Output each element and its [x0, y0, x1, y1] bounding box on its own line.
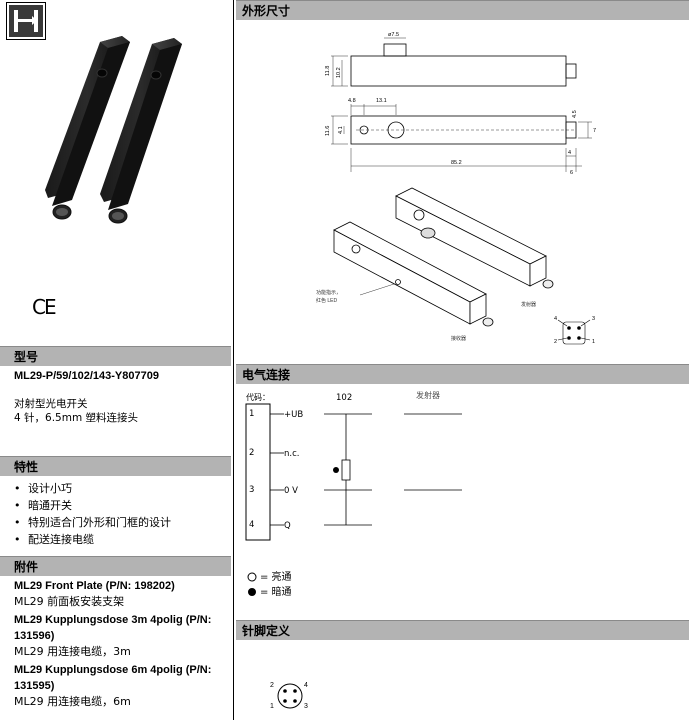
pinout-label: 2	[270, 682, 274, 689]
code-label: 代码：	[246, 392, 270, 402]
pin-function: n.c.	[284, 449, 299, 459]
dim-label: 4.1	[338, 126, 344, 134]
pin-function: 0 V	[284, 486, 298, 496]
dim-label: 4.5	[572, 110, 578, 118]
dim-label: 6	[570, 170, 573, 176]
accessory-item: ML29 Front Plate (P/N: 198202) ML29 前面板安…	[14, 578, 175, 610]
right-column: 外形尺寸 ø7.5 11.8 10.2	[236, 0, 689, 720]
pin-number: 2	[249, 448, 254, 458]
pin-function: Q	[284, 521, 291, 531]
dim-label: 11.6	[325, 126, 331, 136]
accessory-subtitle: ML29 前面板安装支架	[14, 595, 125, 608]
dim-label: 7	[593, 128, 596, 134]
dimensions-section-header: 外形尺寸	[236, 0, 689, 20]
pin-function: +UB	[284, 410, 303, 420]
receiver-label: 接收器	[451, 335, 466, 342]
dim-label: 85.2	[451, 160, 462, 166]
legend-dark-on: = 暗通	[260, 585, 292, 598]
features-section-header: 特性	[0, 456, 231, 476]
legend-light-on: = 亮通	[260, 570, 292, 583]
feature-item: •特别适合门外形和门框的设计	[14, 516, 171, 529]
pinout-label: 3	[304, 703, 308, 710]
accessory-title: ML29 Kupplungsdose 6m 4polig (P/N: 13159…	[14, 664, 212, 692]
pin-label: 3	[592, 316, 595, 322]
dim-label: 4.8	[348, 98, 356, 104]
feature-list: •设计小巧 •暗通开关 •特别适合门外形和门框的设计 •配送连接电缆	[14, 480, 171, 548]
feature-item: •设计小巧	[14, 482, 72, 495]
pin-number: 3	[249, 485, 254, 495]
feature-item: •配送连接电缆	[14, 533, 94, 546]
accessory-item: ML29 Kupplungsdose 6m 4polig (P/N: 13159…	[14, 662, 229, 710]
pinout-section-header: 针脚定义	[236, 620, 689, 640]
accessory-title: ML29 Front Plate (P/N: 198202)	[14, 580, 175, 592]
emitter-label: 发射器	[521, 301, 536, 308]
column-divider	[233, 0, 234, 720]
dim-label: 10.2	[336, 67, 342, 78]
accessories-section-header: 附件	[0, 556, 231, 576]
description-line-1: 对射型光电开关	[14, 398, 88, 410]
led-label: 功能指示，	[316, 289, 341, 296]
dim-label: ø7.5	[388, 32, 399, 38]
electrical-section-header: 电气连接	[236, 364, 689, 384]
pinout-label: 1	[270, 703, 274, 710]
dim-label: 13.1	[376, 98, 387, 104]
led-label: 红色 LED	[316, 297, 338, 304]
model-number: ML29-P/59/102/143-Y807709	[14, 370, 159, 382]
accessory-subtitle: ML29 用连接电缆，6m	[14, 695, 131, 708]
accessory-subtitle: ML29 用连接电缆，3m	[14, 645, 131, 658]
pinout-label: 4	[304, 682, 308, 689]
pin-number: 1	[249, 409, 254, 419]
dim-label: 11.8	[325, 66, 331, 76]
accessory-item: ML29 Kupplungsdose 3m 4polig (P/N: 13159…	[14, 612, 229, 660]
ce-mark: CE	[32, 295, 57, 319]
wiring-diagram: 代码： 102 发射器 1 +UB 2 n.c. 3 0 V 4 Q = 亮通 …	[245, 390, 462, 598]
left-column: CE 型号 ML29-P/59/102/143-Y807709 对射型光电开关 …	[0, 0, 231, 720]
dim-label: 4	[568, 150, 571, 156]
receiver-code: 102	[336, 393, 352, 403]
feature-item: •暗通开关	[14, 499, 72, 512]
pin-label: 2	[554, 339, 557, 345]
dimension-drawing: ø7.5 11.8 10.2 4.8	[316, 32, 596, 345]
sensor-type-icon	[6, 2, 46, 40]
product-photo	[45, 36, 182, 224]
pin-number: 4	[249, 520, 254, 530]
emitter-label: 发射器	[416, 390, 440, 400]
accessory-title: ML29 Kupplungsdose 3m 4polig (P/N: 13159…	[14, 614, 212, 642]
description-line-2: 4 针，6.5mm 塑料连接头	[14, 412, 139, 424]
pin-label: 1	[592, 339, 595, 345]
model-section-header: 型号	[0, 346, 231, 366]
pin-label: 4	[554, 316, 557, 322]
pinout-diagram: 2 4 1 3	[270, 682, 308, 710]
